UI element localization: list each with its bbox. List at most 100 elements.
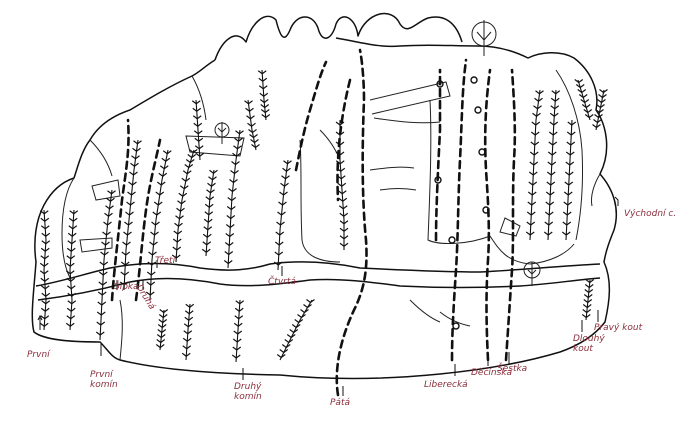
- crack-hatch: [538, 97, 543, 102]
- crack-hatch: [339, 141, 345, 146]
- crack-hatch: [186, 337, 192, 342]
- crack-hatch: [193, 130, 199, 135]
- crack-hatch: [548, 131, 554, 136]
- crack-hatch: [530, 221, 536, 226]
- crack-hatch: [209, 169, 214, 174]
- crack-hatch: [293, 329, 299, 333]
- crack-hatch: [156, 181, 162, 186]
- crack-hatch: [41, 240, 47, 245]
- crack-hatch: [339, 212, 345, 217]
- crack-hatch: [236, 346, 242, 351]
- crack-hatch: [337, 182, 343, 187]
- crack-hatch: [43, 262, 49, 267]
- crack-hatch: [564, 181, 570, 186]
- right-block: [489, 235, 575, 265]
- crack-hatch: [99, 331, 105, 336]
- crack-hatch: [546, 181, 552, 186]
- crack-hatch: [95, 331, 101, 336]
- crack-line: [43, 209, 47, 331]
- crack-hatch: [228, 188, 233, 192]
- crack-hatch: [544, 211, 550, 216]
- crack-hatch: [192, 107, 198, 112]
- crack-hatch: [568, 171, 574, 176]
- crack-hatch: [184, 310, 190, 315]
- crack-hatch: [106, 231, 111, 236]
- crack-line: [277, 159, 289, 271]
- crack-hatch: [70, 285, 76, 290]
- crack-hatch: [154, 231, 159, 236]
- crack-hatch: [231, 161, 236, 165]
- crack-hatch: [99, 261, 105, 266]
- crack-hatch: [67, 240, 73, 245]
- crack-hatch: [155, 191, 161, 196]
- crack-hatch: [184, 316, 190, 321]
- crack-hatch: [580, 99, 586, 103]
- crack-hatch: [283, 160, 288, 165]
- lower-arc-2: [439, 311, 471, 327]
- crack-hatch: [44, 285, 50, 290]
- crack-hatch: [598, 114, 603, 118]
- crack-hatch: [566, 211, 572, 216]
- crack-hatch: [584, 99, 590, 103]
- route-line-sestka: [504, 68, 517, 362]
- crack-line: [149, 149, 169, 301]
- crack-hatch: [194, 145, 200, 150]
- crack-hatch: [40, 315, 46, 320]
- crack-hatch: [201, 248, 207, 253]
- crack-hatch: [40, 247, 46, 252]
- crack-hatch: [338, 197, 344, 202]
- crack-hatch: [582, 304, 588, 308]
- crack-hatch: [339, 235, 345, 240]
- crack-hatch: [181, 200, 186, 205]
- crack-hatch: [579, 84, 585, 88]
- lower-line: [119, 299, 123, 361]
- crack-hatch: [565, 231, 571, 236]
- crack-hatch: [343, 220, 349, 225]
- crack-hatch: [44, 225, 50, 230]
- label-dlouhy-kout-line1: Dlouhý: [573, 334, 605, 344]
- crack-hatch: [96, 321, 102, 326]
- face-edge-5: [379, 188, 417, 191]
- crack-hatch: [564, 171, 570, 176]
- crack-hatch: [103, 261, 109, 266]
- crack-line: [195, 99, 201, 161]
- crack-hatch: [41, 232, 47, 237]
- face-edge-1: [299, 139, 341, 263]
- crack-hatch: [603, 89, 608, 93]
- crack-hatch: [211, 182, 216, 187]
- crack-hatch: [595, 109, 600, 113]
- crack-hatch: [551, 161, 557, 166]
- crack-hatch: [596, 104, 601, 108]
- crack-hatch: [124, 221, 129, 226]
- crack-hatch: [278, 241, 284, 246]
- crack-hatch: [199, 152, 205, 157]
- crack-hatch: [534, 97, 539, 102]
- route-line-druha: [134, 138, 162, 302]
- crack-hatch: [149, 241, 154, 246]
- crack-hatch: [537, 105, 542, 110]
- crack-hatch: [172, 238, 178, 243]
- crack-hatch: [136, 147, 141, 152]
- crack-hatch: [529, 161, 535, 166]
- crack-hatch: [582, 309, 588, 313]
- crack-hatch: [567, 201, 573, 206]
- crack-hatch: [98, 281, 104, 286]
- crack-hatch: [551, 90, 557, 95]
- crack-hatch: [265, 114, 271, 118]
- route-line-upper-2: [294, 60, 328, 172]
- crack-hatch: [602, 94, 607, 98]
- crack-hatch: [252, 129, 257, 133]
- crack-hatch: [98, 271, 104, 276]
- crack-line: [547, 89, 557, 241]
- crack-hatch: [44, 217, 50, 222]
- crack-hatch: [233, 330, 239, 335]
- crack-hatch: [224, 242, 230, 246]
- crack-line: [235, 299, 241, 363]
- crack-hatch: [584, 289, 590, 293]
- crack-hatch: [280, 354, 286, 358]
- crack-hatch: [282, 201, 287, 206]
- crack-hatch: [159, 344, 165, 348]
- crack-hatch: [294, 319, 300, 323]
- bolt-ring-icon: [448, 236, 456, 244]
- crack-hatch: [532, 181, 538, 186]
